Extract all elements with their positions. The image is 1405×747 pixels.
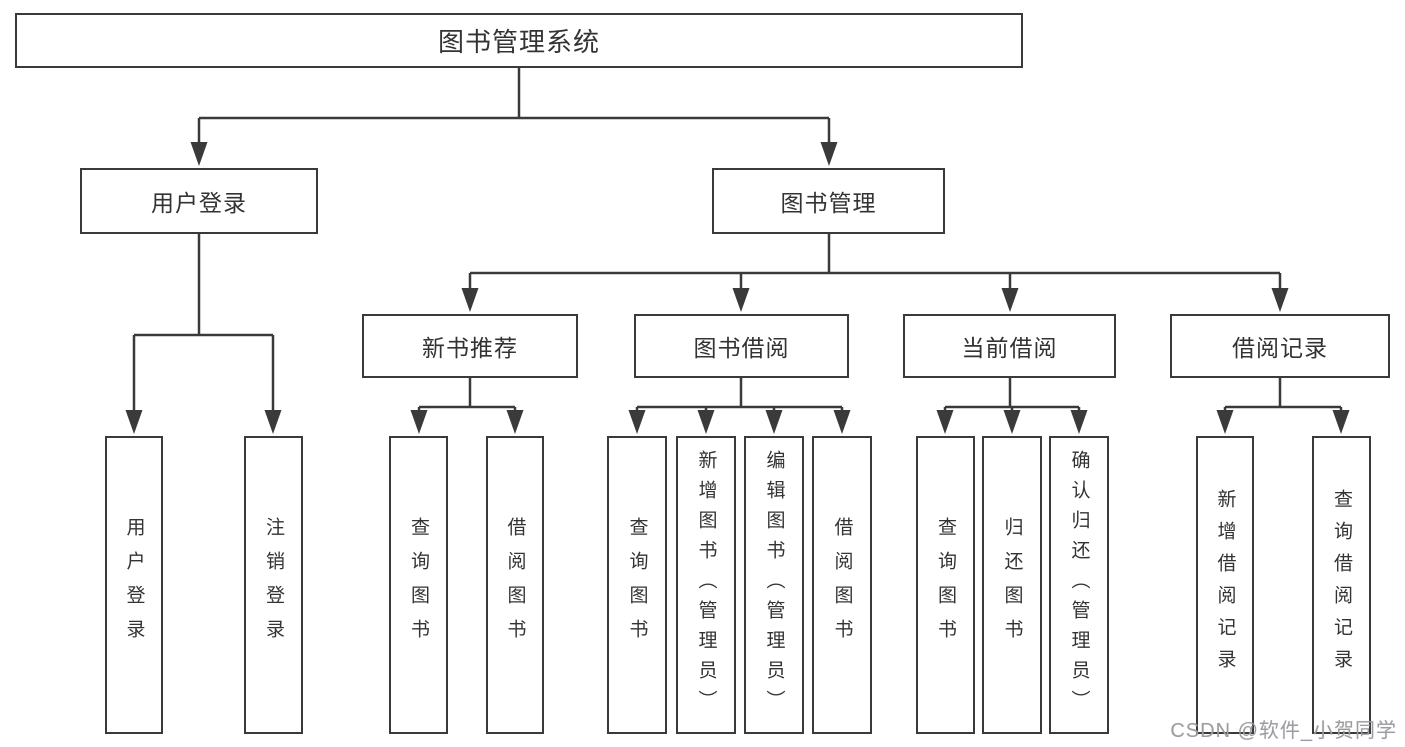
arrow-down-icon bbox=[506, 410, 524, 434]
node-label: 当前借阅 bbox=[961, 335, 1058, 361]
arrow-down-icon bbox=[833, 410, 851, 434]
leaf-br-query-record: 查询借阅记录 bbox=[1312, 436, 1371, 734]
leaf-bb-borrow-books: 借阅图书 bbox=[812, 436, 872, 734]
node-borrow-records: 借阅记录 bbox=[1170, 314, 1390, 378]
leaf-user-login: 用户登录 bbox=[105, 436, 163, 734]
node-book-management: 图书管理 bbox=[712, 168, 945, 234]
node-label: 查询图书 bbox=[935, 517, 956, 653]
leaf-bb-edit-books-admin: 编辑图书（管理员） bbox=[744, 436, 804, 734]
node-label: 图书管理系统 bbox=[437, 27, 600, 57]
arrow-down-icon bbox=[461, 288, 479, 312]
node-label: 查询图书 bbox=[626, 517, 648, 653]
arrow-down-icon bbox=[697, 410, 715, 434]
leaf-bb-query-books: 查询图书 bbox=[607, 436, 667, 734]
node-label: 新书推荐 bbox=[422, 335, 518, 361]
leaf-cb-return-books: 归还图书 bbox=[982, 436, 1042, 734]
node-label: 编辑图书（管理员） bbox=[763, 450, 785, 720]
connector-borrow-record-branch bbox=[1223, 378, 1343, 416]
node-root-library-system: 图书管理系统 bbox=[15, 13, 1023, 68]
arrow-down-icon bbox=[190, 142, 208, 166]
node-book-borrow: 图书借阅 bbox=[634, 314, 849, 378]
arrow-down-icon bbox=[1332, 410, 1350, 434]
connector-new-book-branch bbox=[417, 378, 517, 416]
connector-book-borrow-branch bbox=[635, 378, 844, 416]
leaf-cb-confirm-return-admin: 确认归还（管理员） bbox=[1049, 436, 1109, 734]
leaf-logout: 注销登录 bbox=[244, 436, 303, 734]
arrow-down-icon bbox=[628, 410, 646, 434]
arrow-down-icon bbox=[1070, 410, 1088, 434]
node-label: 借阅图书 bbox=[504, 517, 526, 653]
node-label: 注销登录 bbox=[263, 517, 284, 653]
leaf-br-add-record: 新增借阅记录 bbox=[1196, 436, 1254, 734]
leaf-bb-add-books-admin: 新增图书（管理员） bbox=[676, 436, 736, 734]
arrow-down-icon bbox=[1003, 410, 1021, 434]
node-label: 图书管理 bbox=[780, 190, 877, 216]
connector-lines bbox=[132, 68, 1343, 416]
arrow-down-icon bbox=[765, 410, 783, 434]
node-label: 查询借阅记录 bbox=[1331, 489, 1352, 681]
arrow-down-icon bbox=[936, 410, 954, 434]
leaf-nb-borrow-books: 借阅图书 bbox=[486, 436, 544, 734]
connector-book-management-branch bbox=[468, 234, 1282, 292]
arrow-down-icon bbox=[264, 410, 282, 434]
node-new-book-recommend: 新书推荐 bbox=[362, 314, 578, 378]
node-label: 用户登录 bbox=[123, 517, 145, 653]
csdn-watermark: CSDN @软件_小贺同学 bbox=[1170, 720, 1397, 742]
connector-user-login-branch bbox=[132, 234, 275, 416]
node-label: 新增图书（管理员） bbox=[695, 450, 717, 720]
leaf-nb-query-books: 查询图书 bbox=[389, 436, 448, 734]
connector-root-to-level2 bbox=[197, 68, 831, 146]
arrow-down-icon bbox=[410, 410, 428, 434]
node-label: 图书借阅 bbox=[693, 335, 790, 361]
arrow-down-icon bbox=[732, 288, 750, 312]
node-label: 确认归还（管理员） bbox=[1068, 450, 1090, 720]
arrow-down-icon bbox=[1001, 288, 1019, 312]
arrow-down-icon bbox=[1216, 410, 1234, 434]
arrow-down-icon bbox=[125, 410, 143, 434]
node-label: 用户登录 bbox=[151, 190, 247, 216]
arrow-down-icon bbox=[1271, 288, 1289, 312]
node-label: 借阅记录 bbox=[1232, 335, 1328, 361]
node-label: 归还图书 bbox=[1001, 517, 1023, 653]
node-user-login: 用户登录 bbox=[80, 168, 318, 234]
node-label: 借阅图书 bbox=[831, 517, 853, 653]
arrow-down-icon bbox=[820, 142, 838, 166]
node-label: 新增借阅记录 bbox=[1214, 489, 1236, 681]
leaf-cb-query-books: 查询图书 bbox=[916, 436, 975, 734]
node-current-borrow: 当前借阅 bbox=[903, 314, 1116, 378]
node-label: 查询图书 bbox=[408, 517, 429, 653]
